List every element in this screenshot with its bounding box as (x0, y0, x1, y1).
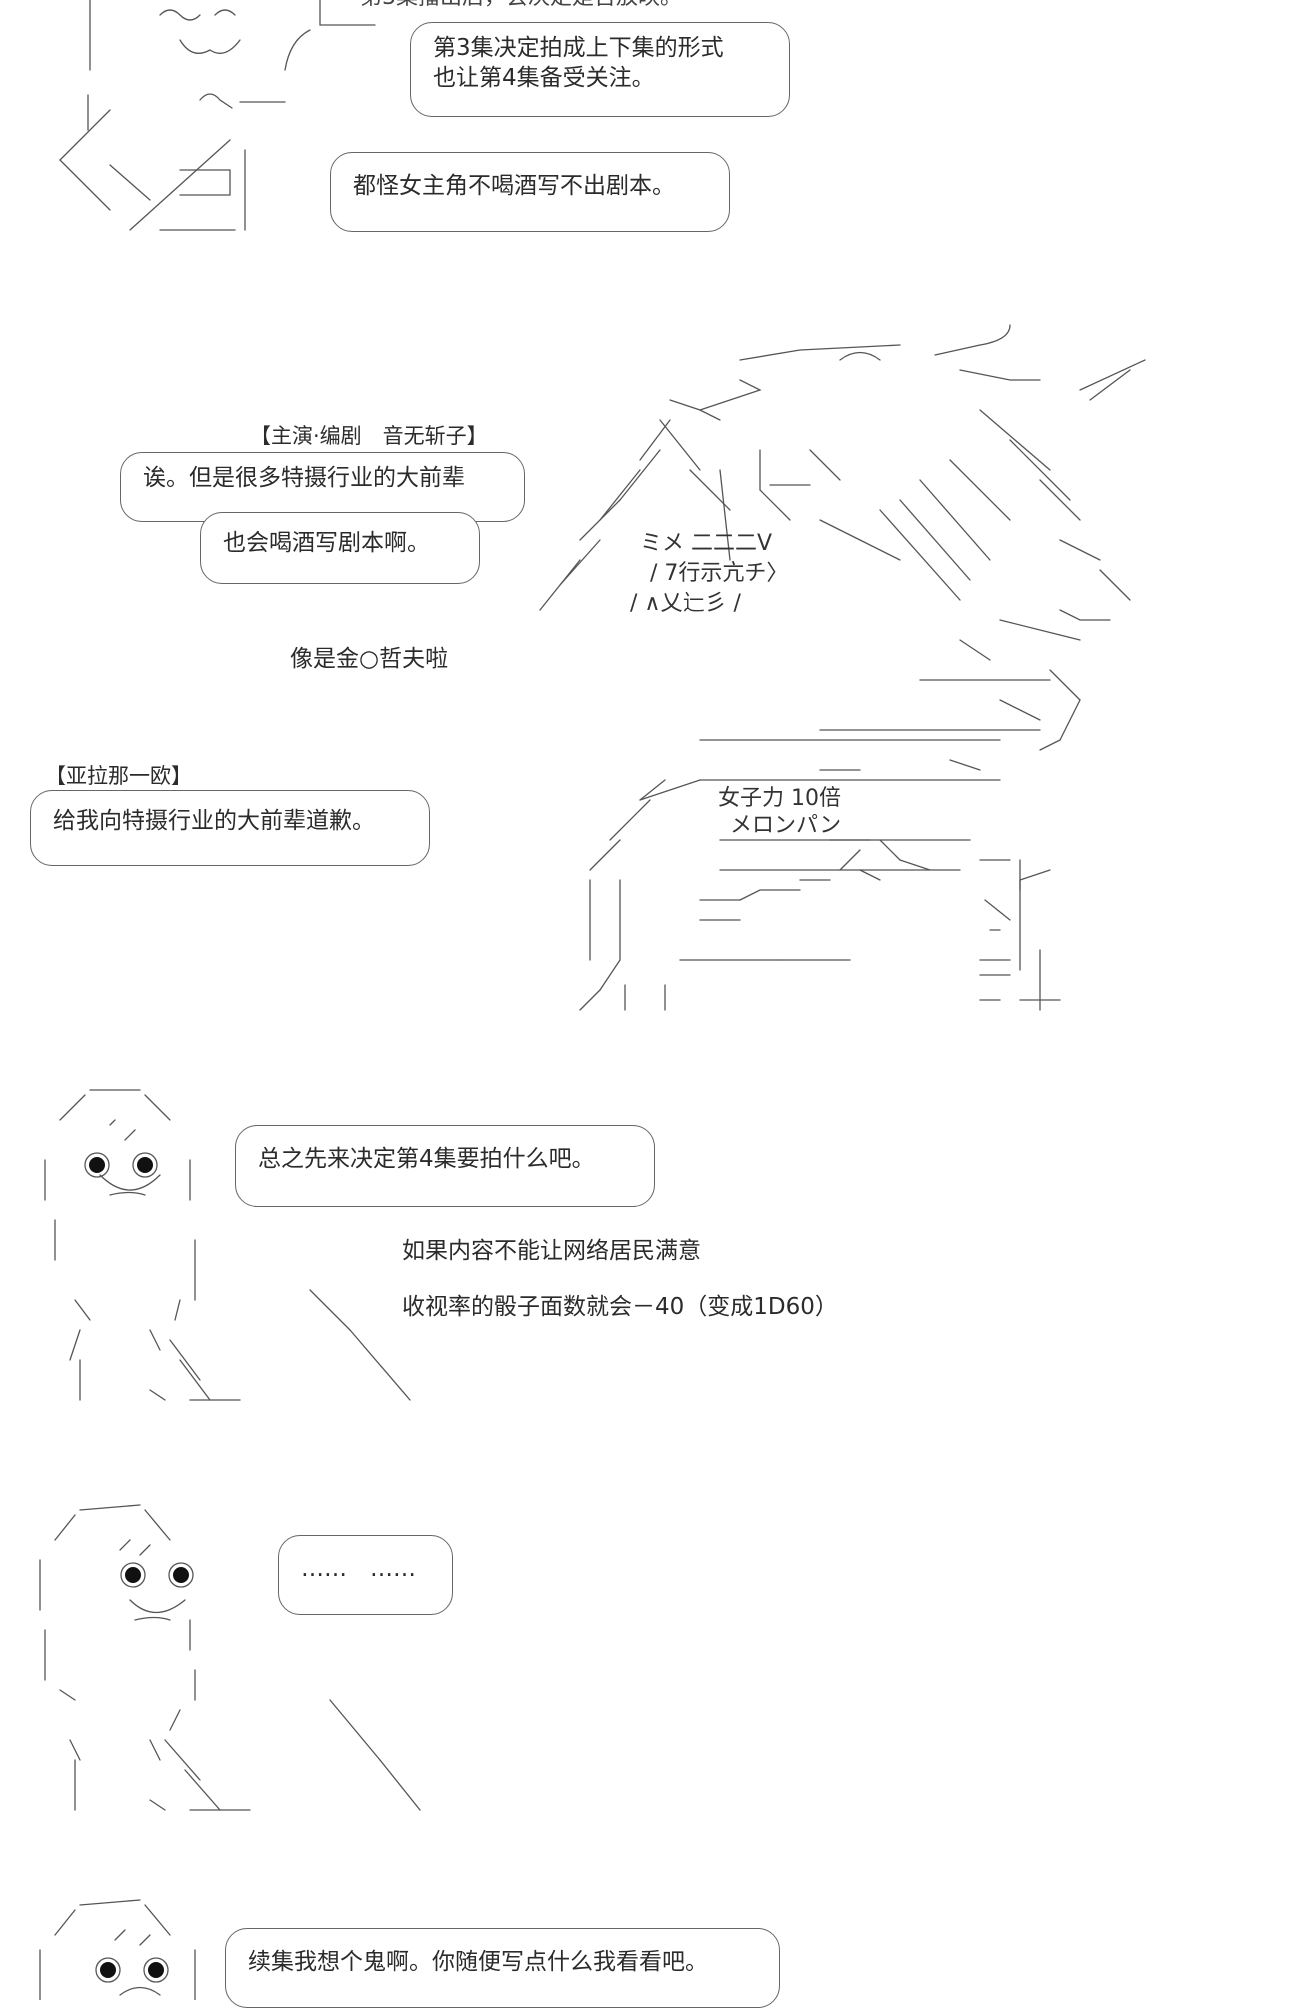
character-round-face-2 (39, 1504, 421, 1811)
speech-bubble-1: 第3集决定拍成上下集的形式 也让第4集备受关注。 (410, 22, 790, 117)
speech-bubble-6: 总之先来决定第4集要拍什么吧。 (235, 1125, 655, 1207)
art-text-face-2: / 7行示亢チ〉 (650, 561, 789, 586)
speech-bubble-8: 续集我想个鬼啊。你随便写点什么我看看吧。 (225, 1928, 780, 2008)
character-top-left (59, 0, 376, 231)
bubble-2-line-1: 都怪女主角不喝酒写不出剧本。 (353, 173, 675, 199)
bubble-6-line-1: 总之先来决定第4集要拍什么吧。 (258, 1146, 595, 1172)
speech-bubble-4: 也会喝酒写剧本啊。 (200, 512, 480, 584)
speaker-name-aranaio: 【亚拉那一欧】 (45, 764, 192, 788)
speech-bubble-2: 都怪女主角不喝酒写不出剧本。 (330, 152, 730, 232)
character-big-right (539, 324, 1146, 1011)
speech-bubble-7: …… …… (278, 1535, 453, 1615)
speech-bubble-3: 诶。但是很多特摄行业的大前辈 (120, 452, 525, 522)
bubble-8-line-1: 续集我想个鬼啊。你随便写点什么我看看吧。 (248, 1949, 708, 1975)
bubble-3-line-1: 诶。但是很多特摄行业的大前辈 (143, 465, 465, 491)
speaker-name-otonashi: 【主演·编剧 音无斩子】 (250, 424, 488, 448)
art-text-face-3: / ∧乂辷彡 / (630, 591, 741, 616)
narration-1: 像是金○哲夫啦 (290, 646, 449, 672)
bubble-4-line-1: 也会喝酒写剧本啊。 (223, 530, 430, 556)
character-round-face-1 (44, 1089, 411, 1401)
character-round-face-3 (39, 1899, 196, 2000)
apron-text-2: メロンパン (730, 813, 842, 838)
bubble-1-line-2: 也让第4集备受关注。 (433, 65, 655, 91)
bubble-7-line-1: …… …… (301, 1556, 416, 1582)
narration-3: 收视率的骰子面数就会－40（变成1D60） (402, 1294, 838, 1320)
art-text-face-1: ミメ 二二二V (640, 531, 773, 556)
bubble-5-line-1: 给我向特摄行业的大前辈道歉。 (53, 808, 375, 834)
speech-bubble-5: 给我向特摄行业的大前辈道歉。 (30, 790, 430, 866)
narration-2: 如果内容不能让网络居民满意 (402, 1238, 701, 1264)
apron-text-1: 女子力 10倍 (718, 786, 841, 811)
top-fragment-text: 第3集播出后，会决定是否放映。 (360, 0, 682, 12)
bubble-1-line-1: 第3集决定拍成上下集的形式 (433, 35, 724, 61)
